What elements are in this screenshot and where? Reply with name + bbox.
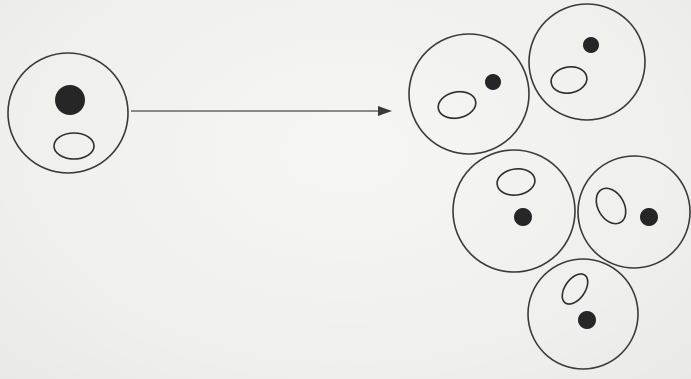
source-cell-nucleus [55, 85, 85, 115]
division-arrow [131, 106, 392, 116]
result-cell-1-nucleus [485, 74, 501, 90]
result-cell-4-membrane [578, 156, 690, 268]
result-cell-1 [409, 34, 529, 154]
result-cell-1-vacuole [436, 88, 479, 121]
right-arrow-icon [378, 106, 392, 116]
source-cell [8, 53, 128, 173]
result-cell-4-nucleus [640, 208, 658, 226]
result-cell-3-vacuole [495, 166, 536, 197]
result-cell-4-vacuole [590, 183, 632, 229]
result-cell-3-membrane [453, 150, 575, 272]
result-cell-2-nucleus [583, 37, 599, 53]
result-cell-3 [453, 150, 575, 272]
result-cell-2 [529, 4, 645, 120]
result-cell-2-membrane [529, 4, 645, 120]
result-cell-cluster [409, 4, 690, 369]
result-cell-4 [578, 156, 690, 268]
result-cell-3-nucleus [514, 208, 532, 226]
source-cell-vacuole [54, 133, 94, 159]
result-cell-5-vacuole [557, 269, 593, 308]
result-cell-2-vacuole [549, 64, 589, 96]
result-cell-5 [528, 259, 638, 369]
result-cell-5-nucleus [578, 311, 596, 329]
